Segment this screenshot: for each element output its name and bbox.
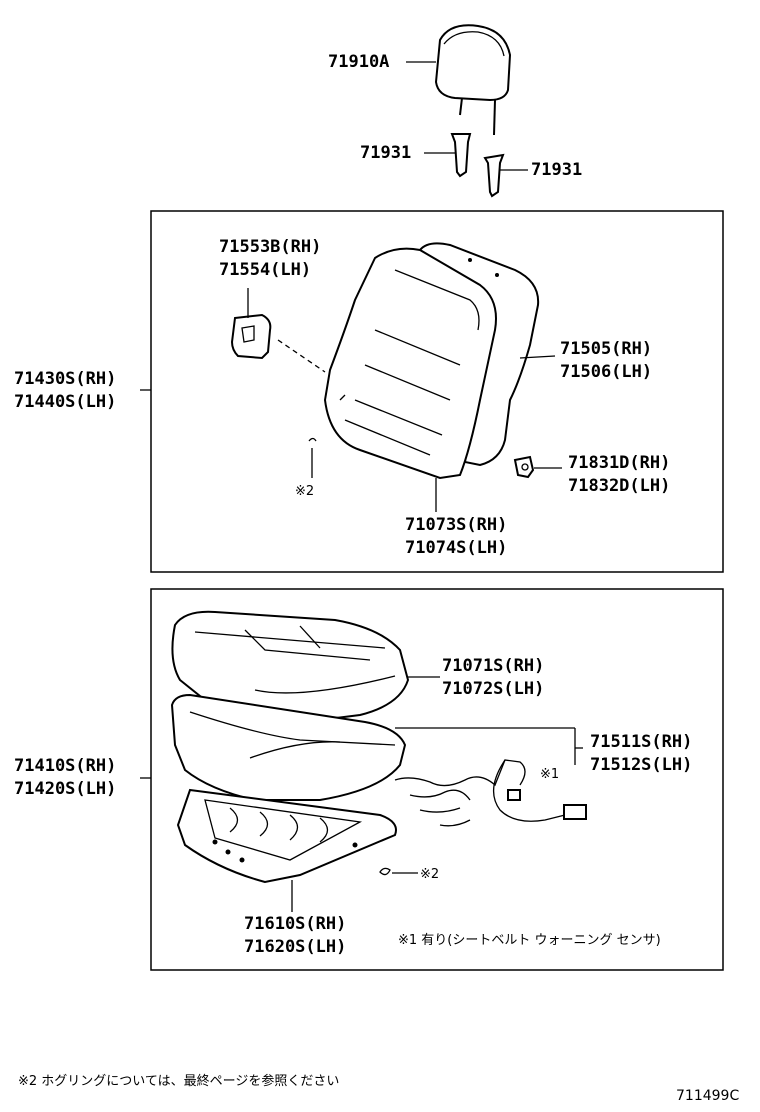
label-cushion-assy-lh: 71420S(LH) [14,779,117,799]
label-back-clip-mark: ※2 [295,484,315,499]
seatback-section-box [150,210,724,573]
label-cushion-clip-mark: ※2 [420,867,440,882]
label-hinge-cover-lh: 71832D(LH) [568,476,671,496]
cushion-hog-ring-drawing [379,867,418,876]
hinge-cover-drawing [513,455,562,479]
sensor-wire-drawing [394,747,587,827]
label-guide-left: 71931 [360,143,412,163]
figure-code: 711499C [676,1088,740,1104]
note-sensor: ※1 有り(シートベルト ウォーニング センサ) [398,933,661,948]
note-hog-ring: ※2 ホグリングについては、最終ページを参照ください [18,1074,340,1089]
label-cushion-frame-lh: 71620S(LH) [244,937,347,957]
label-back-frame-lh: 71506(LH) [560,362,653,382]
back-hog-ring-drawing [308,437,317,478]
label-cushion-pad-rh: 71511S(RH) [590,732,693,752]
guide-drawings [424,133,528,198]
label-cushion-frame-rh: 71610S(RH) [244,914,347,934]
label-back-cover-rh: 71073S(RH) [405,515,508,535]
cushion-pad-drawing [170,693,576,801]
label-cushion-cover-rh: 71071S(RH) [442,656,545,676]
label-back-assy-rh: 71430S(RH) [14,369,117,389]
label-back-assy-lh: 71440S(LH) [14,392,117,412]
label-cushion-cover-lh: 71072S(LH) [442,679,545,699]
label-back-frame-rh: 71505(RH) [560,339,653,359]
cushion-cover-drawing [171,610,440,727]
headrest-drawing [406,24,512,136]
label-hinge-cover-rh: 71831D(RH) [568,453,671,473]
label-cushion-pad-lh: 71512S(LH) [590,755,693,775]
cushion-frame-drawing [176,788,397,912]
cushion-section-box [150,588,724,971]
label-back-cover-lh: 71074S(LH) [405,538,508,558]
label-cover-lh: 71554(LH) [219,260,312,280]
label-sensor-mark: ※1 [540,767,560,782]
side-cover-drawing [230,288,326,373]
label-cushion-assy-rh: 71410S(RH) [14,756,117,776]
label-headrest: 71910A [328,52,390,72]
seatback-drawing [323,247,497,512]
label-cover-rh: 71553B(RH) [219,237,322,257]
label-guide-right: 71931 [531,160,583,180]
